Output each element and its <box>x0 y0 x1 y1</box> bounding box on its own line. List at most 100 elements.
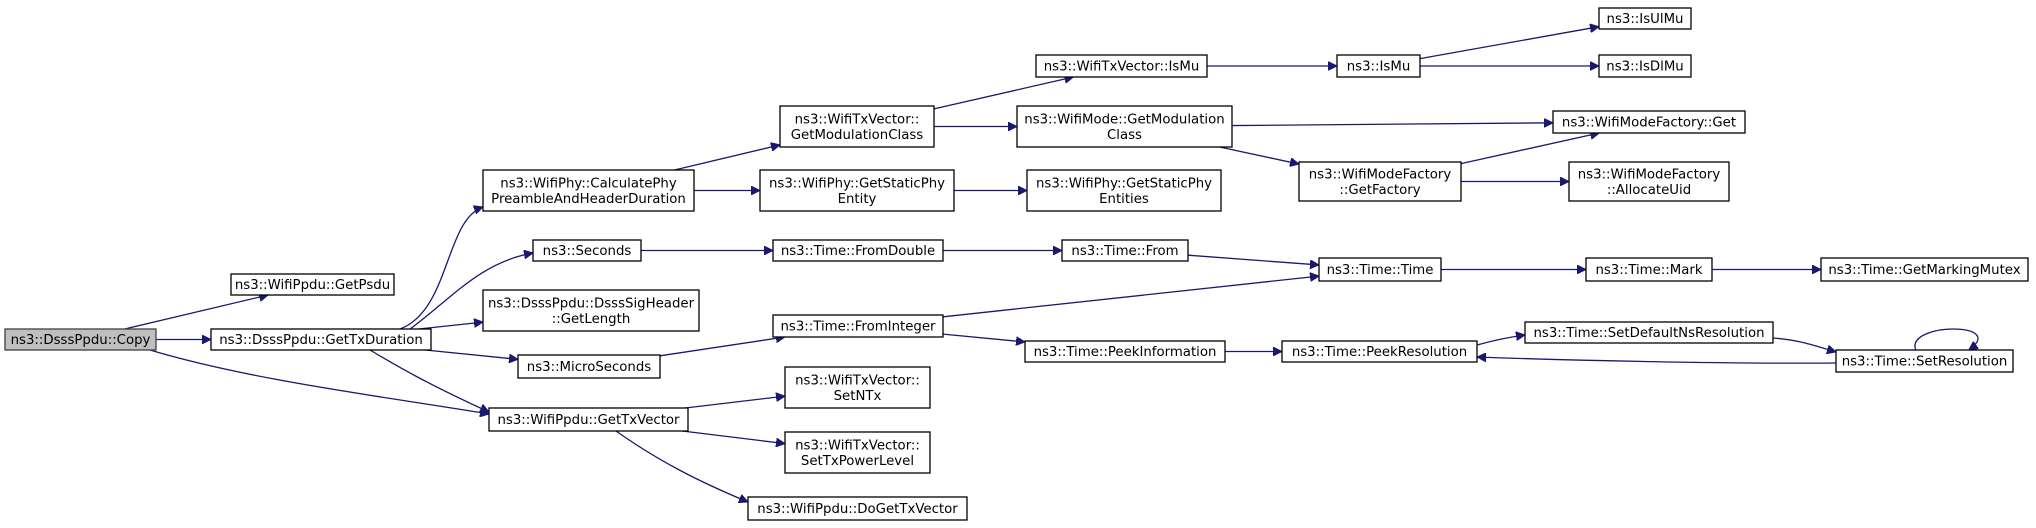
node-box <box>517 354 661 379</box>
node-label: ns3::WifiPpdu::GetTxVector <box>497 413 680 428</box>
node-fromdouble[interactable]: ns3::Time::FromDouble <box>772 239 944 262</box>
edge-frominteger-to-peekinformation <box>942 333 1025 342</box>
edge-path <box>1477 357 1837 364</box>
edge-path <box>942 276 1319 318</box>
node-label: ns3::WifiTxVector:: <box>795 438 920 453</box>
node-setdefaultnsres[interactable]: ns3::Time::SetDefaultNsResolution <box>1524 321 1774 344</box>
node-box <box>1016 105 1233 148</box>
node-label: ns3::Time::PeekResolution <box>1292 345 1467 360</box>
edge-path <box>369 349 489 412</box>
node-box <box>1524 321 1774 344</box>
node-factory-get[interactable]: ns3::WifiModeFactory::Get <box>1552 110 1746 134</box>
node-box <box>1061 239 1189 262</box>
edge-gettxduration-to-gettxvector <box>369 349 489 412</box>
node-label: SetTxPowerLevel <box>801 454 914 469</box>
node-mode-getmodclass[interactable]: ns3::WifiMode::GetModulationClass <box>1016 105 1233 148</box>
node-label: ns3::WifiTxVector:: <box>795 373 920 388</box>
edge-from-to-time <box>1187 254 1319 265</box>
edge-path <box>409 253 533 330</box>
node-factory-allocateuid[interactable]: ns3::WifiModeFactory::AllocateUid <box>1568 161 1730 202</box>
node-mark[interactable]: ns3::Time::Mark <box>1585 257 1713 282</box>
edge-gettxvector-to-settxpowerlevel <box>682 430 785 444</box>
node-setntx[interactable]: ns3::WifiTxVector::SetNTx <box>784 366 931 409</box>
node-label: ns3::Time::FromDouble <box>781 244 935 259</box>
node-settxpowerlevel[interactable]: ns3::WifiTxVector::SetTxPowerLevel <box>784 431 931 474</box>
node-label: ns3::MicroSeconds <box>527 360 651 375</box>
node-txv-ismu[interactable]: ns3::WifiTxVector::IsMu <box>1035 54 1208 78</box>
node-gettxduration[interactable]: ns3::DsssPpdu::GetTxDuration <box>210 328 432 351</box>
node-from[interactable]: ns3::Time::From <box>1061 239 1189 262</box>
edge-gettxduration-to-microseconds <box>425 349 518 359</box>
node-box <box>772 314 944 338</box>
node-box <box>1820 257 2029 282</box>
edge-path <box>674 145 780 171</box>
edge-path <box>1460 133 1599 165</box>
edge-path <box>149 349 489 414</box>
node-factory-getfactory[interactable]: ns3::WifiModeFactory::GetFactory <box>1298 161 1462 202</box>
node-label: Entities <box>1099 192 1149 207</box>
node-label: Class <box>1107 128 1142 143</box>
edge-copy-to-gettxvector <box>149 349 489 414</box>
node-box <box>1835 349 2014 373</box>
edge-microseconds-to-frominteger <box>659 337 785 357</box>
edge-path <box>425 349 518 359</box>
node-box <box>1336 54 1421 78</box>
node-label: ns3::DsssPpdu::Copy <box>11 333 151 348</box>
node-box <box>1026 169 1222 212</box>
node-box <box>1585 257 1713 282</box>
node-box <box>1298 161 1462 202</box>
node-box <box>210 328 432 351</box>
node-label: ns3::Time::SetDefaultNsResolution <box>1533 326 1764 341</box>
node-label: ns3::DsssPpdu::DsssSigHeader <box>488 296 695 311</box>
edge-path <box>659 337 785 357</box>
node-siggetlength[interactable]: ns3::DsssPpdu::DsssSigHeader::GetLength <box>482 289 700 332</box>
edge-txv_getmodclass-to-txv_ismu <box>933 77 1073 110</box>
node-label: ns3::WifiTxVector:: <box>795 112 920 127</box>
edge-path <box>615 430 748 502</box>
edge-gettxvector-to-dogettxvector <box>615 430 748 502</box>
node-txv-getmodclass[interactable]: ns3::WifiTxVector::GetModulationClass <box>779 105 935 148</box>
node-box <box>779 105 935 148</box>
edge-mode_getmodclass-to-factory_get <box>1231 123 1553 126</box>
edge-ismu-to-isulmu <box>1419 27 1599 60</box>
node-time[interactable]: ns3::Time::Time <box>1318 257 1442 282</box>
node-label: ns3::Time::PeekInformation <box>1034 345 1217 360</box>
node-box <box>1035 54 1208 78</box>
edge-gettxduration-to-calcphy <box>399 207 483 330</box>
node-label: ns3::WifiPpdu::DoGetTxVector <box>757 502 958 517</box>
node-peekinformation[interactable]: ns3::Time::PeekInformation <box>1024 340 1226 363</box>
node-getmarkingmutex[interactable]: ns3::Time::GetMarkingMutex <box>1820 257 2029 282</box>
node-ismu[interactable]: ns3::IsMu <box>1336 54 1421 78</box>
node-copy: ns3::DsssPpdu::Copy <box>4 328 157 351</box>
edge-factory_getfactory-to-factory_get <box>1460 133 1599 165</box>
node-label: ns3::WifiPhy::GetStaticPhy <box>1036 176 1212 191</box>
node-label: ns3::Time::From <box>1071 244 1178 259</box>
node-getpsdu[interactable]: ns3::WifiPpdu::GetPsdu <box>230 273 395 296</box>
node-calcphy[interactable]: ns3::WifiPhy::CalculatePhyPreambleAndHea… <box>482 169 695 212</box>
node-label: ns3::IsDlMu <box>1606 60 1683 75</box>
edge-path <box>1772 337 1836 352</box>
node-peekresolution[interactable]: ns3::Time::PeekResolution <box>1281 340 1478 363</box>
edge-frominteger-to-time <box>942 276 1319 318</box>
node-gettxvector[interactable]: ns3::WifiPpdu::GetTxVector <box>488 407 689 432</box>
node-isdlmu[interactable]: ns3::IsDlMu <box>1598 54 1692 78</box>
edge-path <box>124 295 268 330</box>
nodes-layer: ns3::DsssPpdu::Copy ns3::WifiPpdu::GetPsd… <box>4 7 2029 521</box>
edge-peekresolution-to-setdefaultnsres <box>1476 335 1525 346</box>
edge-calcphy-to-txv_getmodclass <box>674 145 780 171</box>
edge-path <box>399 207 483 330</box>
edge-gettxduration-to-seconds <box>409 253 533 330</box>
node-setresolution[interactable]: ns3::Time::SetResolution <box>1835 349 2014 373</box>
edge-path <box>685 396 785 409</box>
edge-path <box>942 333 1025 342</box>
node-isulmu[interactable]: ns3::IsUlMu <box>1598 7 1692 30</box>
node-label: ns3::WifiModeFactory <box>1578 167 1721 182</box>
node-dogettxvector[interactable]: ns3::WifiPpdu::DoGetTxVector <box>747 496 968 521</box>
node-label: ns3::DsssPpdu::GetTxDuration <box>219 333 423 348</box>
node-frominteger[interactable]: ns3::Time::FromInteger <box>772 314 944 338</box>
node-seconds[interactable]: ns3::Seconds <box>532 239 642 262</box>
node-microseconds[interactable]: ns3::MicroSeconds <box>517 354 661 379</box>
